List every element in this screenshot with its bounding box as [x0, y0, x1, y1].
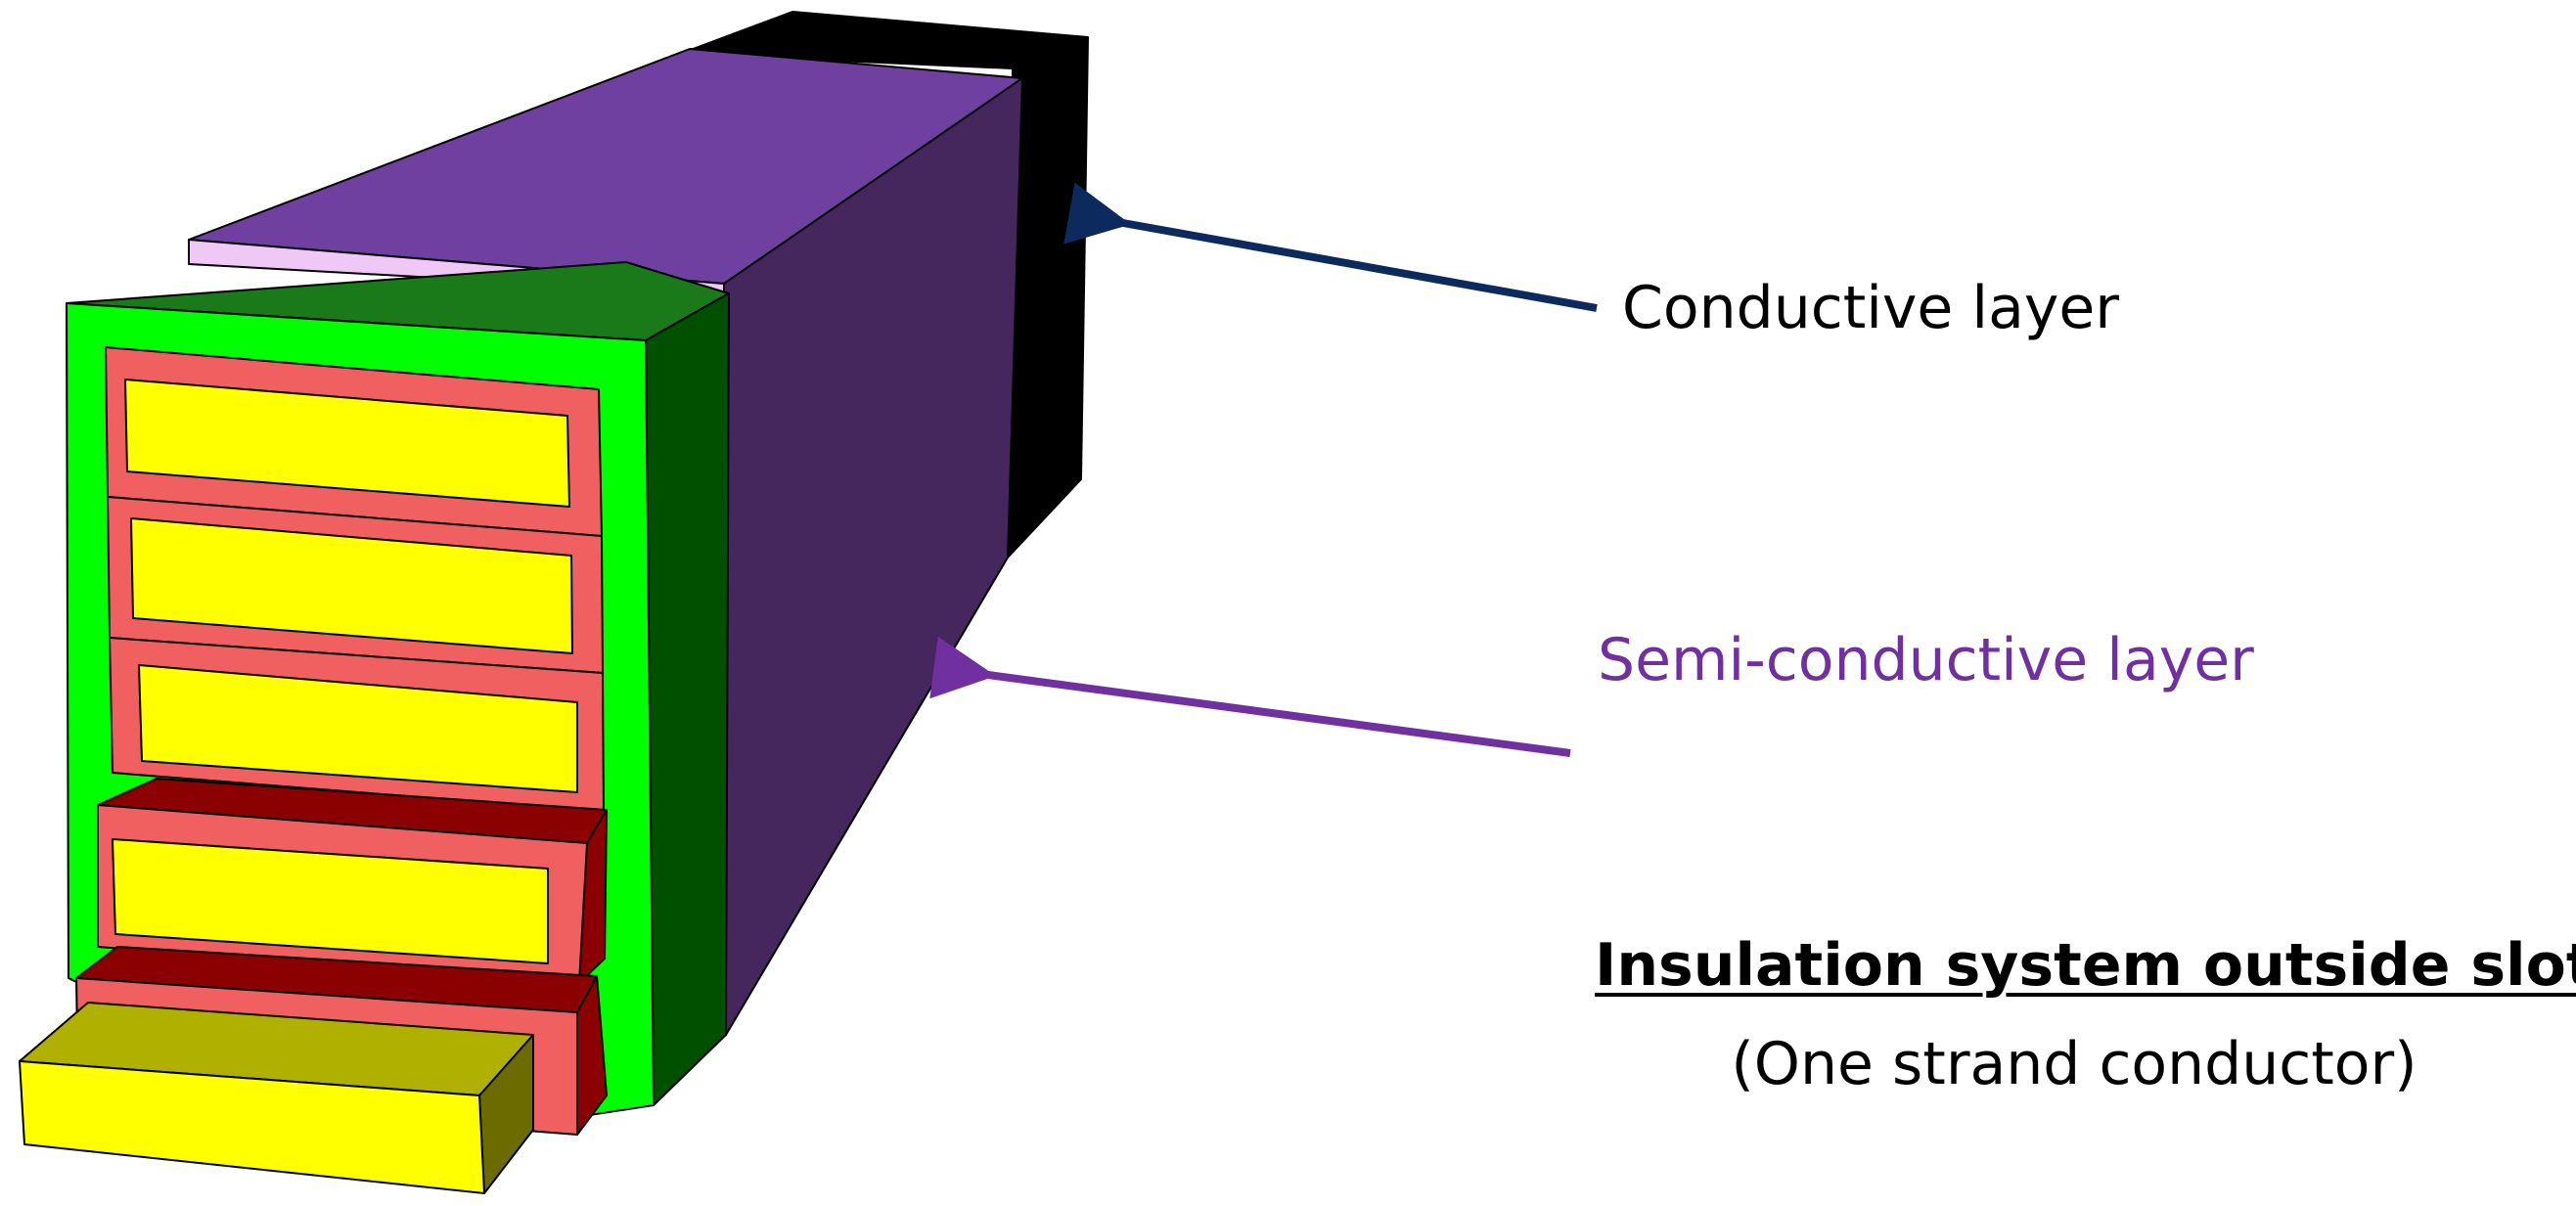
caption-title: Insulation system outside slot [1595, 931, 2576, 1000]
semi-conductive-layer-label: Semi-conductive layer [1598, 626, 2254, 694]
semi-conductive-layer-arrow-icon [929, 636, 1571, 757]
strand-4 [97, 778, 608, 984]
strand-3 [109, 637, 605, 813]
caption-subtitle: (One strand conductor) [1731, 1030, 2418, 1098]
semi-conductive-layer [188, 48, 1023, 1038]
conductive-layer-label: Conductive layer [1622, 274, 2119, 342]
conductive-layer [679, 11, 1089, 558]
conductive-layer-arrow-icon [1063, 182, 1598, 312]
conductor [19, 1002, 534, 1194]
strand-2 [107, 496, 604, 674]
